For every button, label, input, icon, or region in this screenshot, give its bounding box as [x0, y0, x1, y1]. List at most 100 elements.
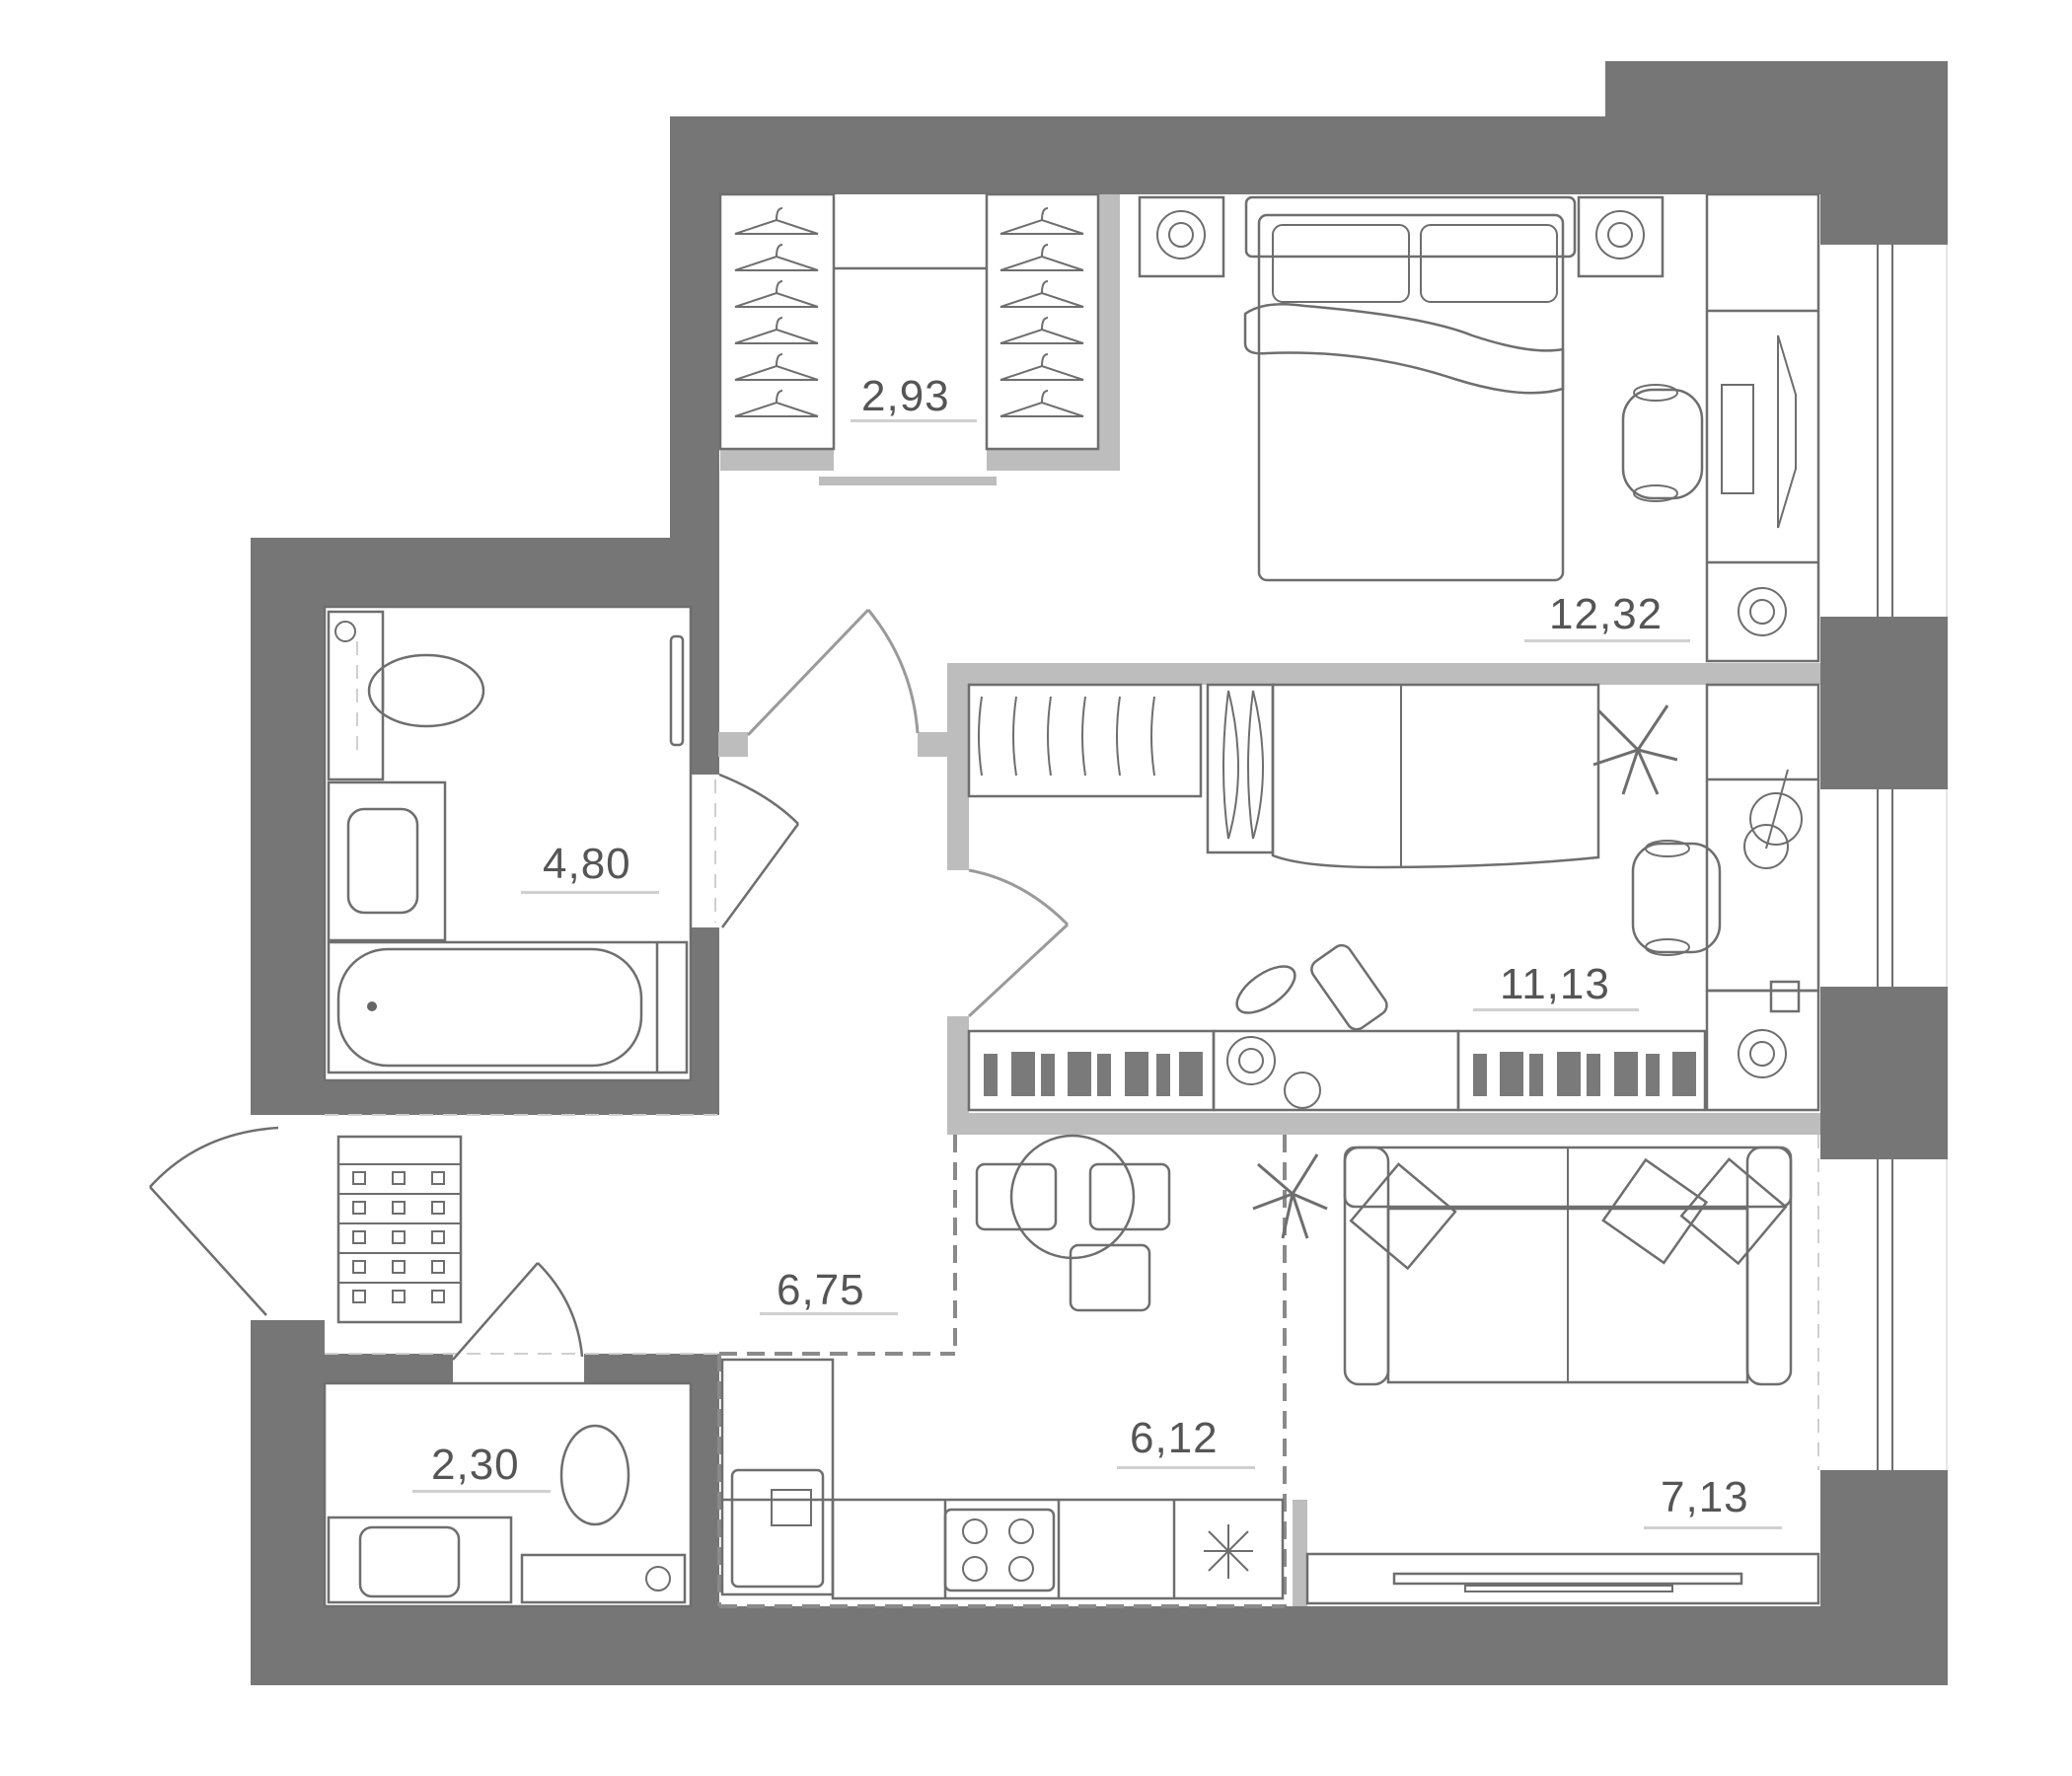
kids-wardrobe [967, 683, 1203, 798]
bath-door-stub [718, 732, 748, 757]
flower-decor-icon [1595, 210, 1645, 259]
area-label-kids-room: 11,13 [1500, 960, 1610, 1008]
wardrobe-right [985, 192, 1100, 451]
flower-decor-icon [1156, 210, 1206, 259]
counter-left [720, 1358, 835, 1596]
pillow-icon [1420, 224, 1558, 303]
nightstand-icon [1577, 195, 1665, 278]
closet-wall-left [720, 449, 834, 471]
nightstand-icon [1138, 195, 1225, 278]
closet-wall-right [987, 449, 1120, 471]
blanket-icon [1243, 303, 1565, 395]
area-underline [412, 1490, 551, 1493]
bath-right-wall-top [691, 607, 719, 775]
area-underline [851, 419, 977, 422]
bottom-wall [251, 1606, 1948, 1685]
pillow-icon [1222, 690, 1264, 840]
area-label-hallway: 6,75 [777, 1266, 865, 1314]
wc-right-wall [691, 1354, 719, 1620]
tv-stand-icon [1305, 1552, 1820, 1605]
area-label-bathroom: 4,80 [543, 840, 631, 888]
sink-icon [346, 807, 419, 915]
bathroom-outline [323, 605, 693, 1082]
outer-walls [251, 61, 1948, 1685]
sink-cabinet [327, 780, 447, 942]
door-icon[interactable] [452, 1262, 584, 1361]
area-underline [1473, 1008, 1639, 1011]
shelf-corner [1705, 989, 1820, 1112]
lamp-icon [1777, 334, 1797, 529]
door-icon[interactable] [714, 773, 800, 928]
bedroom-kids-partition [947, 663, 1820, 685]
living-room [1305, 1135, 1820, 1605]
sofa-icon [1343, 1146, 1793, 1386]
door-icon[interactable] [746, 608, 920, 737]
stove-icon [943, 1508, 1056, 1592]
bathroom [323, 605, 800, 1082]
dining-chair-icon [1069, 1243, 1151, 1312]
area-underline [1117, 1466, 1255, 1469]
living-stub [1293, 1500, 1307, 1606]
bed-icon [1243, 195, 1577, 582]
bookshelf-icon [1456, 1029, 1707, 1112]
wc-top-wall-left [251, 1354, 453, 1383]
pillow-icon [1601, 1157, 1709, 1265]
toilet-room [323, 1381, 693, 1608]
kids-left-wall-bottom [947, 1016, 969, 1135]
area-underline [1644, 1526, 1782, 1529]
closet-sliding-door[interactable] [819, 477, 997, 485]
bathtub-frame [327, 940, 689, 1074]
hallway [149, 608, 1070, 1361]
flower-decor-icon [1738, 587, 1787, 636]
hanger-icon [999, 207, 1084, 417]
kids-room [967, 683, 1820, 1112]
dining-table-icon [1009, 1134, 1136, 1260]
bathtub-icon [336, 947, 643, 1068]
hanger-icon [978, 696, 1155, 777]
plant-icon [1252, 1153, 1328, 1239]
kitchen-sink-icon [730, 1468, 825, 1589]
office-chair-icon [1631, 840, 1722, 956]
towel-rail-icon[interactable] [669, 634, 685, 747]
toy-car-icon [1310, 943, 1388, 1031]
area-label-living-room: 7,13 [1661, 1473, 1749, 1521]
right-wall-seg-2 [1820, 617, 1948, 789]
area-underline [760, 1312, 898, 1315]
kids-door-stub [918, 732, 947, 757]
kids-left-wall-top [947, 663, 969, 870]
guitar-icon [1705, 683, 1820, 993]
flower-decor-icon [1284, 1072, 1321, 1109]
flower-decor-icon [1226, 1036, 1276, 1085]
shelf-decor [1212, 1029, 1460, 1112]
area-label-walk-in-closet: 2,93 [861, 372, 950, 420]
dining-chair-icon [1088, 1162, 1171, 1231]
walk-in-closet [718, 192, 1100, 451]
step-wall [251, 538, 719, 607]
office-chair-icon [1621, 384, 1704, 502]
closet-right-partition [1098, 194, 1120, 471]
right-wall-seg-4 [1820, 1470, 1948, 1685]
window-icon [1877, 245, 1948, 617]
wc-outline [323, 1381, 693, 1608]
dining-chair-icon [975, 1162, 1058, 1231]
area-underline [521, 891, 659, 894]
kitchen [717, 1134, 1328, 1608]
washing-machine-icon [520, 1553, 687, 1604]
left-wall-upper [251, 538, 325, 1115]
kids-bottom-wall [947, 1113, 1820, 1135]
partition-walls [718, 194, 1820, 1606]
flower-decor-icon [1738, 1029, 1787, 1078]
window-icon [1877, 789, 1948, 987]
windows [1877, 245, 1948, 1470]
books-stack-icon [1769, 980, 1801, 1013]
toy-boat-icon [1235, 965, 1296, 1014]
toilet-icon [559, 1424, 630, 1526]
door-icon[interactable] [967, 868, 1070, 1018]
entrance-door-icon[interactable] [149, 1126, 279, 1316]
hanger-icon [734, 207, 819, 417]
sink-icon [358, 1525, 461, 1598]
monitor-icon [1721, 384, 1754, 494]
bath-bottom-wall [251, 1080, 719, 1115]
shower-tray-icon [327, 1516, 513, 1604]
